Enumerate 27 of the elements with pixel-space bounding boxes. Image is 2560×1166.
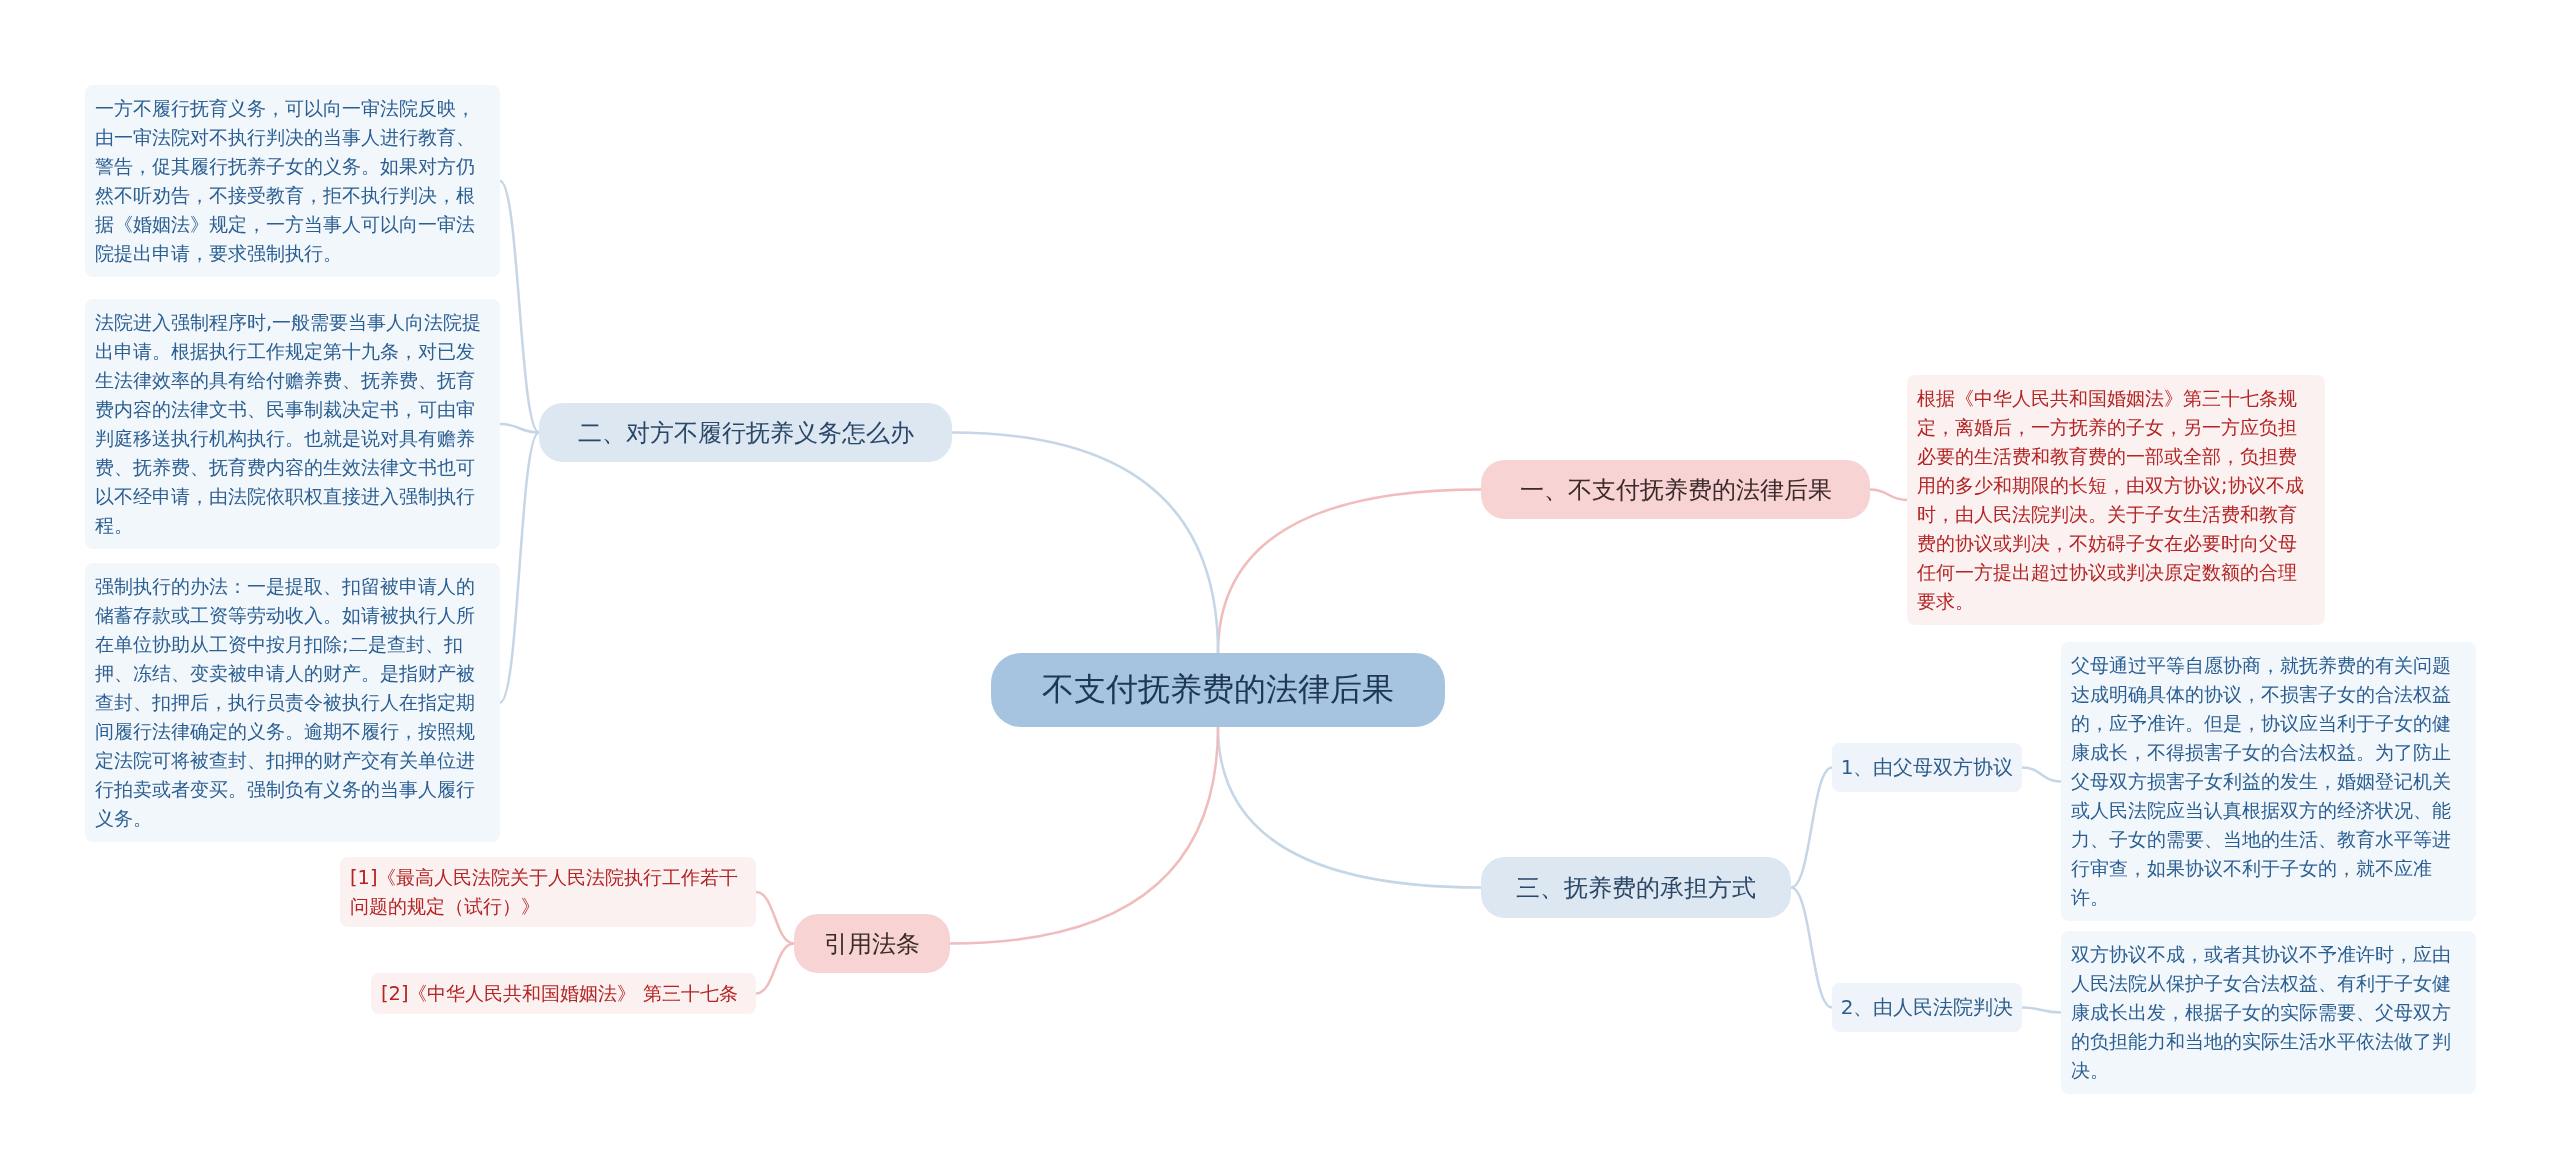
- note-box: 强制执行的办法：一是提取、扣留被申请人的储蓄存款或工资等劳动收入。如请被执行人所在单位协助从工资中按月扣除;二是查封、扣押、冻结、变卖被申请人的财产。是指财产被查封、扣押后，执行员责令被执行人在指定期间履行法律确定的义务。逾期不履行，按照规定法院可将被查封、扣押的财产交有关单位进行拍卖或者变买。强制负有义务的当事人履行义务。: [85, 563, 500, 842]
- subtopic-box: 2、由人民法院判决: [1832, 983, 2022, 1032]
- connector-line: [755, 890, 795, 945]
- note-box: 一方不履行抚育义务，可以向一审法院反映，由一审法院对不执行判决的当事人进行教育、警告，促其履行抚养子女的义务。如果对方仍然不听劝告，不接受教育，拒不执行判决，根据《婚姻法》规定，一方当事人可以向一审法院提出申请，要求强制执行。: [85, 85, 500, 277]
- connector-line: [499, 422, 540, 434]
- connector-line: [499, 431, 540, 704]
- connector-line: [499, 180, 540, 434]
- note-box: 根据《中华人民共和国婚姻法》第三十七条规定，离婚后，一方抚养的子女，另一方应负担必要的生活费和教育费的一部或全部，负担费用的多少和期限的长短，由双方协议;协议不成时，由人民法院判决。关于子女生活费和教育费的协议或判决，不妨碍子女在必要时向父母任何一方提出超过协议或判决原定数额的合理要求。: [1907, 375, 2325, 625]
- note-box: 双方协议不成，或者其协议不予准许时，应由人民法院从保护子女合法权益、有利于子女健康成长出发，根据子女的实际需要、父母双方的负担能力和当地的实际生活水平依法做了判决。: [2061, 931, 2476, 1094]
- connector-line: [755, 942, 795, 995]
- connector-line: [2021, 766, 2062, 783]
- subtopic-box: 1、由父母双方协议: [1832, 743, 2022, 792]
- connector-line: [1790, 886, 1833, 1009]
- topic-box: 二、对方不履行抚养义务怎么办: [539, 403, 952, 462]
- connector-line: [1790, 766, 1833, 889]
- central-topic-box: 不支付抚养费的法律后果: [991, 653, 1445, 727]
- reference-box: [2]《中华人民共和国婚姻法》 第三十七条: [371, 973, 756, 1014]
- topic-box: 三、抚养费的承担方式: [1481, 857, 1791, 918]
- reference-box: [1]《最高人民法院关于人民法院执行工作若干问题的规定（试行）》: [340, 857, 756, 927]
- connector-line: [949, 726, 1220, 945]
- note-box: 父母通过平等自愿协商，就抚养费的有关问题达成明确具体的协议，不损害子女的合法权益的，应予准许。但是，协议应当利于子女的健康成长，不得损害子女的合法权益。为了防止父母双方损害子女利益的发生，婚姻登记机关或人民法院应当认真根据双方的经济状况、能力、子女的需要、当地的生活、教育水平等进行审查，如果协议不利于子女的，就不应准许。: [2061, 642, 2476, 921]
- topic-box: 一、不支付抚养费的法律后果: [1481, 460, 1870, 519]
- connector-line: [951, 431, 1220, 654]
- connector-line: [1869, 488, 1908, 502]
- connector-line: [2021, 1006, 2062, 1014]
- topic-box: 引用法条: [794, 914, 950, 973]
- note-box: 法院进入强制程序时,一般需要当事人向法院提出申请。根据执行工作规定第十九条，对已发生法律效率的具有给付赡养费、抚养费、抚育费内容的法律文书、民事制裁决定书，可由审判庭移送执行机构执行。也就是说对具有赡养费、抚养费、抚育费内容的生效法律文书也可以不经申请，由法院依职权直接进入强制执行程。: [85, 299, 500, 549]
